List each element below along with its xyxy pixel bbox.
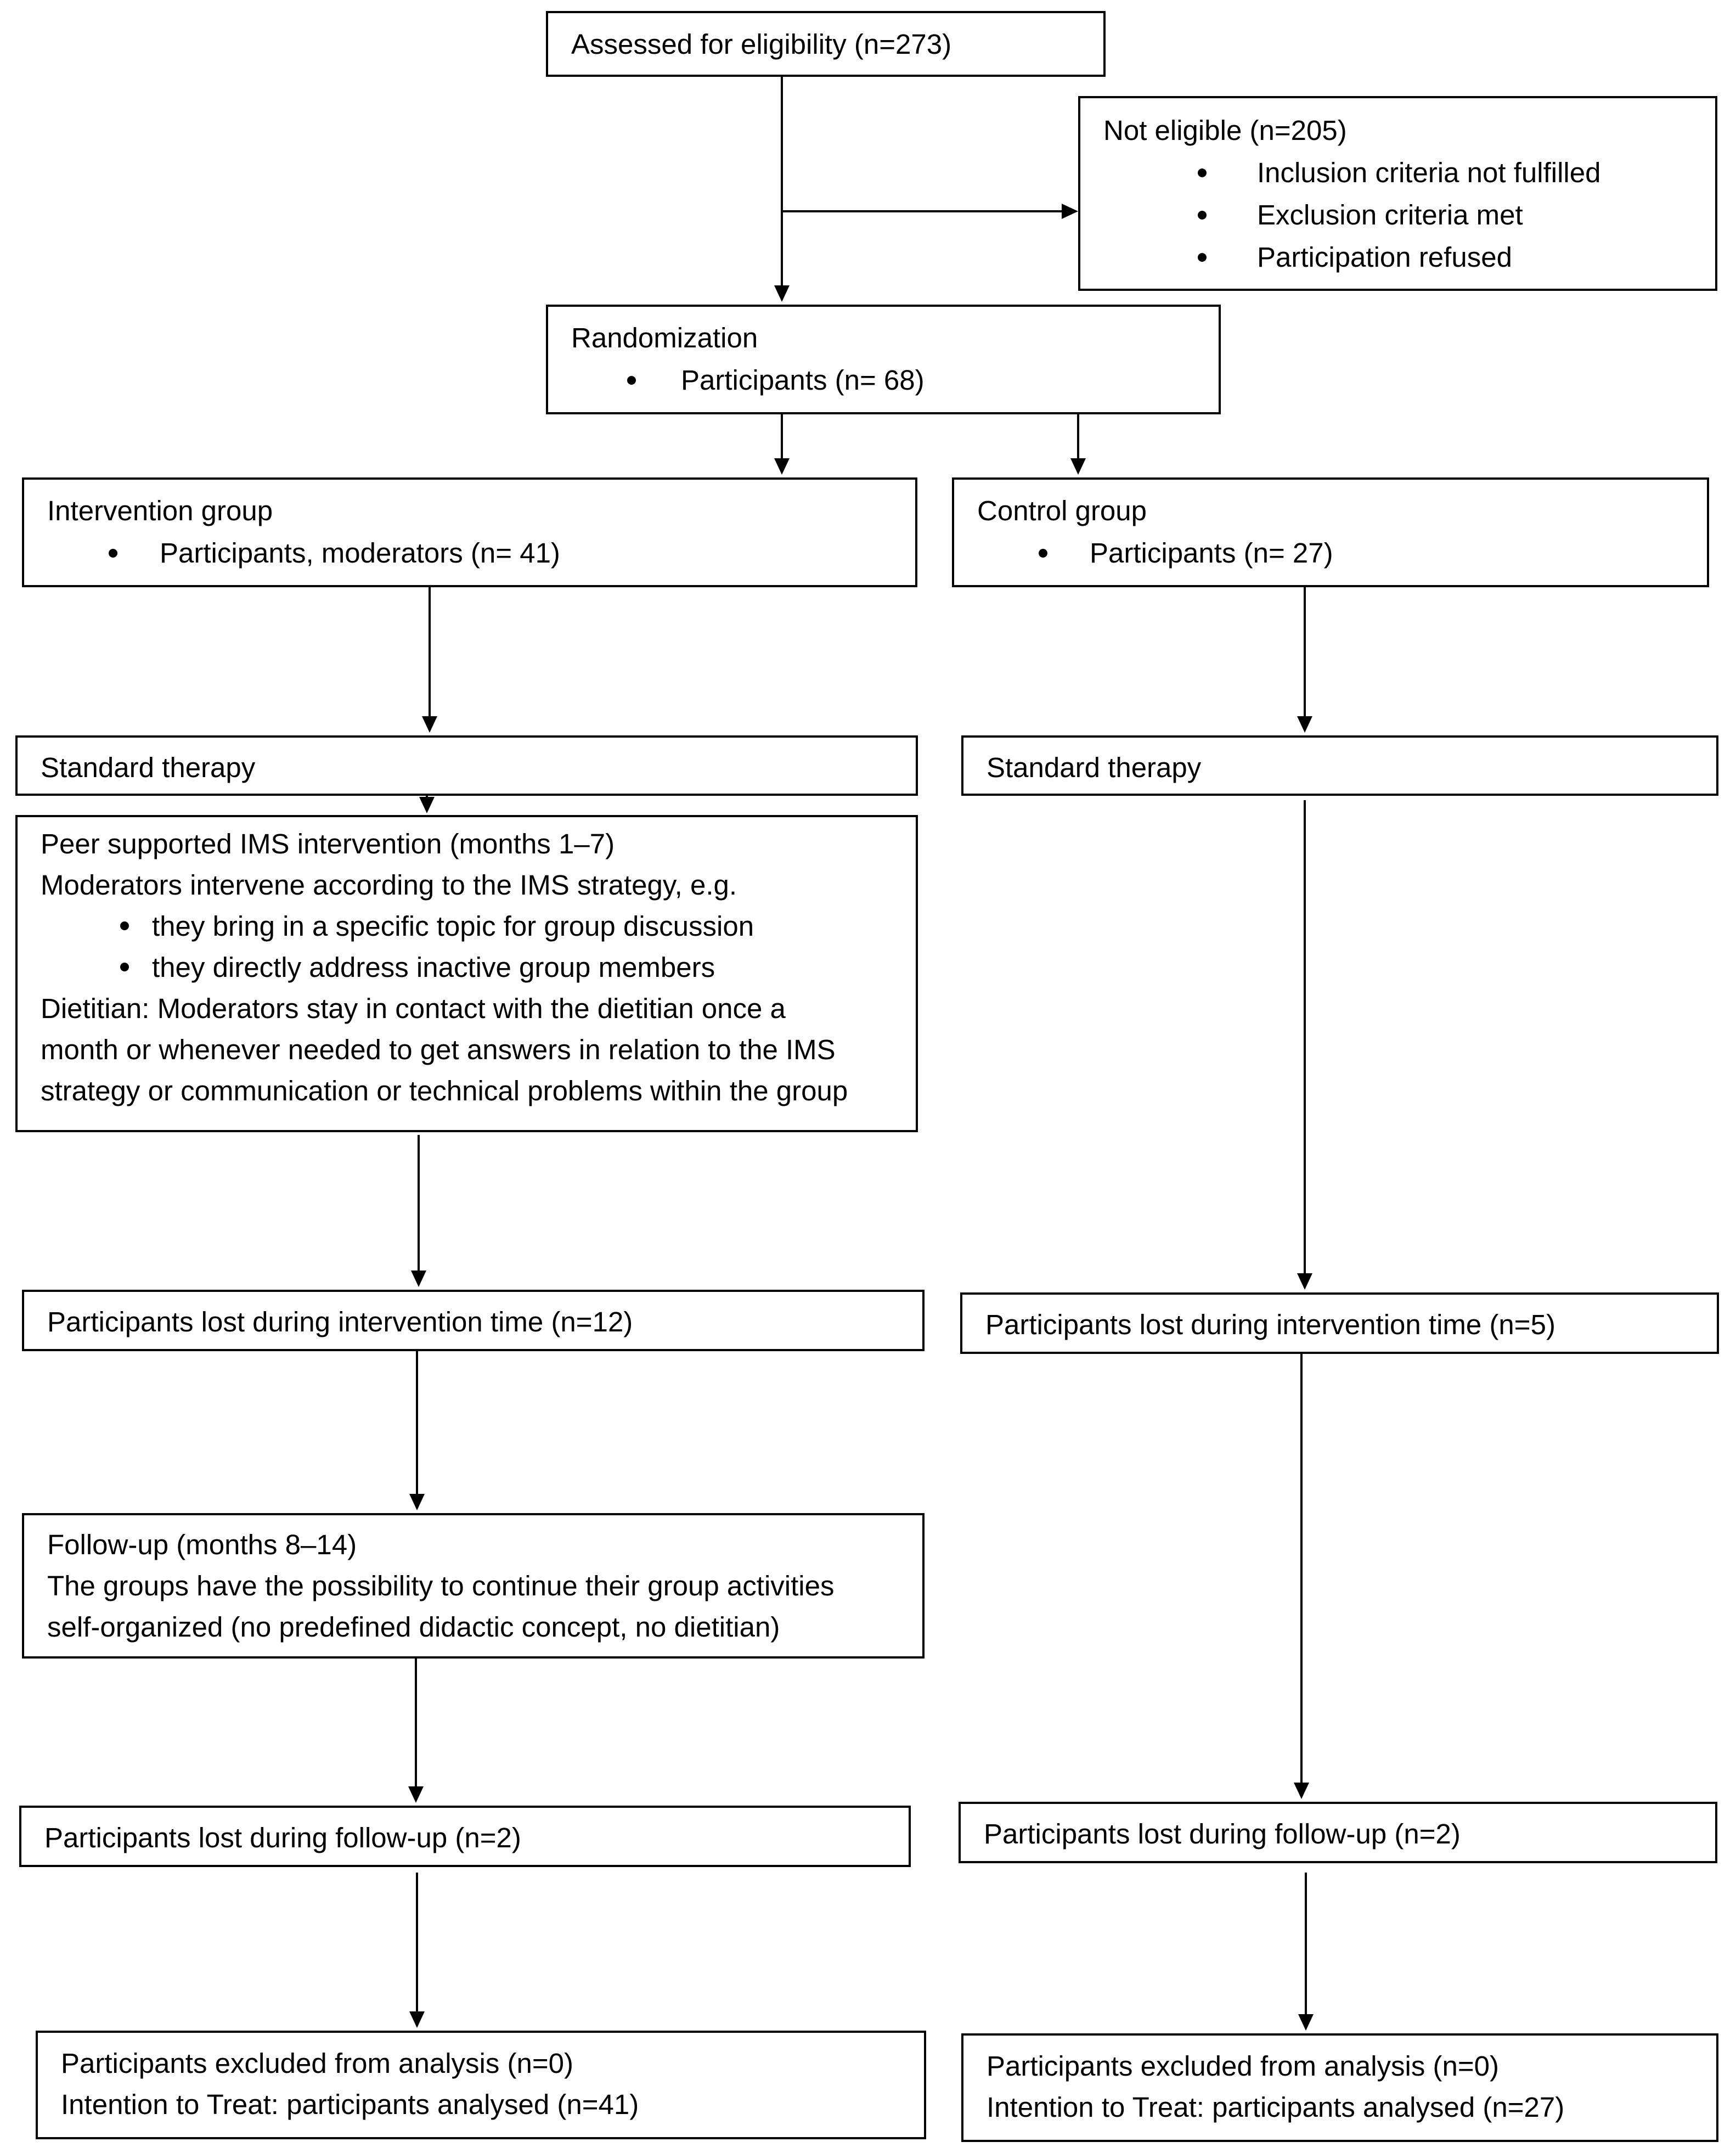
arrowhead (409, 1494, 425, 1510)
ims-intervention-text: Moderators intervene according to the IM… (41, 869, 737, 901)
ims-intervention-box: Peer supported IMS intervention (months … (15, 815, 918, 1132)
analysis-right-text: Participants excluded from analysis (n=0… (987, 2050, 1500, 2082)
arrowhead (419, 797, 435, 813)
analysis-left-text: Participants excluded from analysis (n=0… (61, 2048, 574, 2079)
follow-up-text: The groups have the possibility to conti… (47, 1570, 835, 1601)
arrowhead (1298, 2014, 1314, 2031)
lost-intervention-right-box: Participants lost during intervention ti… (960, 1292, 1719, 1354)
arrowhead (409, 2011, 425, 2028)
bullet-dot (1198, 253, 1207, 262)
arrowhead (1062, 204, 1078, 219)
follow-up-title: Follow-up (months 8–14) (47, 1529, 357, 1560)
control-group-title: Control group (977, 495, 1147, 526)
ims-intervention-item-text: they directly address inactive group mem… (152, 952, 715, 983)
control-group-item: Participants (n= 27) (977, 532, 1707, 574)
control-group-box: Control group Participants (n= 27) (952, 477, 1709, 587)
arrowhead (408, 1786, 424, 1803)
lost-followup-right-title: Participants lost during follow-up (n=2) (984, 1818, 1461, 1850)
intervention-group-item-text: Participants, moderators (n= 41) (160, 537, 560, 569)
intervention-group-item: Participants, moderators (n= 41) (47, 532, 915, 574)
assessed-eligibility-title: Assessed for eligibility (n=273) (571, 29, 952, 60)
bullet-dot (1198, 211, 1207, 220)
standard-therapy-right-box: Standard therapy (961, 735, 1718, 796)
ims-intervention-title: Peer supported IMS intervention (months … (41, 828, 615, 859)
ims-intervention-item-text: they bring in a specific topic for group… (152, 910, 754, 942)
arrowhead (774, 285, 790, 302)
not-eligible-item-text: Participation refused (1257, 241, 1512, 273)
randomization-title: Randomization (571, 322, 758, 353)
randomization-box: Randomization Participants (n= 68) (546, 305, 1221, 414)
ims-intervention-text: month or whenever needed to get answers … (41, 1034, 836, 1065)
arrowhead (1294, 1783, 1309, 1799)
arrowhead (411, 1271, 426, 1287)
control-group-item-text: Participants (n= 27) (1090, 537, 1333, 569)
arrowhead (774, 458, 790, 475)
arrowhead (1070, 458, 1086, 475)
arrowhead (1297, 1273, 1312, 1290)
not-eligible-box: Not eligible (n=205) Inclusion criteria … (1078, 96, 1717, 291)
connector-lines (415, 77, 1307, 2014)
randomization-item-text: Participants (n= 68) (681, 364, 925, 396)
intervention-group-title: Intervention group (47, 495, 273, 526)
arrowhead (1297, 716, 1312, 733)
follow-up-box: Follow-up (months 8–14) The groups have … (22, 1513, 925, 1659)
bullet-dot (120, 963, 129, 971)
intervention-group-box: Intervention group Participants, moderat… (22, 477, 917, 587)
follow-up-text: self-organized (no predefined didactic c… (47, 1611, 780, 1643)
bullet-dot (1198, 168, 1207, 177)
not-eligible-item: Exclusion criteria met (1103, 194, 1715, 236)
ims-intervention-item: they bring in a specific topic for group… (41, 906, 916, 947)
standard-therapy-right-title: Standard therapy (987, 752, 1202, 783)
not-eligible-item-text: Inclusion criteria not fulfilled (1257, 157, 1601, 188)
lost-intervention-right-title: Participants lost during intervention ti… (985, 1309, 1555, 1340)
standard-therapy-left-title: Standard therapy (41, 752, 256, 783)
ims-intervention-text: strategy or communication or technical p… (41, 1075, 848, 1106)
not-eligible-item: Participation refused (1103, 236, 1715, 278)
assessed-eligibility-box: Assessed for eligibility (n=273) (546, 11, 1106, 77)
randomization-item: Participants (n= 68) (571, 359, 1219, 401)
not-eligible-item: Inclusion criteria not fulfilled (1103, 151, 1715, 194)
lost-intervention-left-box: Participants lost during intervention ti… (22, 1290, 925, 1351)
analysis-left-text: Intention to Treat: participants analyse… (61, 2089, 639, 2120)
ims-intervention-item: they directly address inactive group mem… (41, 947, 916, 988)
analysis-right-box: Participants excluded from analysis (n=0… (961, 2033, 1718, 2142)
analysis-left-box: Participants excluded from analysis (n=0… (36, 2031, 926, 2139)
bullet-dot (120, 921, 129, 930)
arrowhead (422, 716, 437, 733)
bullet-dot (1039, 549, 1047, 558)
lost-followup-right-box: Participants lost during follow-up (n=2) (959, 1802, 1717, 1863)
standard-therapy-left-box: Standard therapy (15, 735, 918, 796)
bullet-dot (627, 376, 636, 385)
not-eligible-item-text: Exclusion criteria met (1257, 199, 1523, 231)
arrowheads (408, 204, 1314, 2031)
lost-intervention-left-title: Participants lost during intervention ti… (47, 1306, 633, 1337)
bullet-dot (109, 549, 117, 558)
lost-followup-left-box: Participants lost during follow-up (n=2) (19, 1806, 911, 1867)
not-eligible-title: Not eligible (n=205) (1103, 115, 1347, 146)
lost-followup-left-title: Participants lost during follow-up (n=2) (44, 1822, 521, 1853)
analysis-right-text: Intention to Treat: participants analyse… (987, 2092, 1565, 2123)
ims-intervention-text: Dietitian: Moderators stay in contact wi… (41, 993, 786, 1024)
